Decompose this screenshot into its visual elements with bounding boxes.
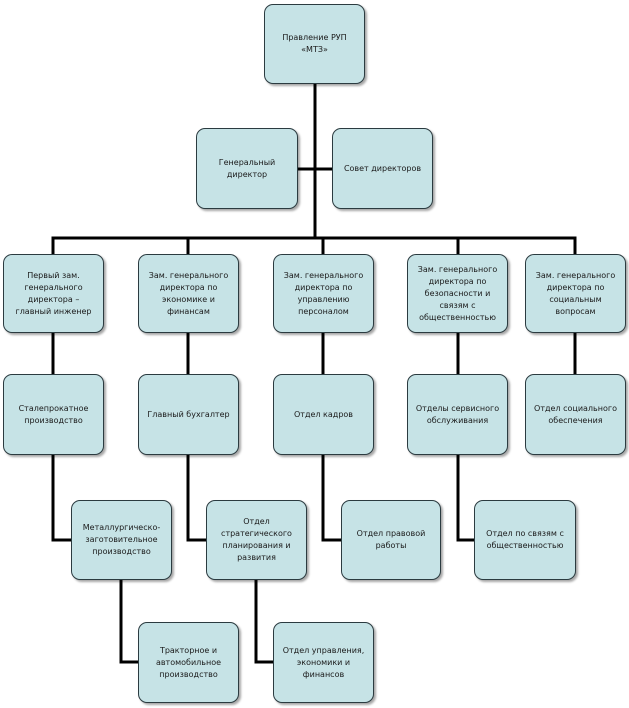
tractor-production-box: Тракторное и автомобильное производство <box>138 622 239 703</box>
rolling-production-box: Сталепрокатное производство <box>3 374 104 455</box>
link-strategic-management <box>254 578 275 664</box>
general-director-label: Генеральный директор <box>218 157 276 179</box>
deputy-personnel-box: Зам. генерального директора по управлени… <box>273 254 374 333</box>
service-departments-box: Отделы сервисного обслуживания <box>407 374 508 455</box>
tractor-production-label: Тракторное и автомобильное производство <box>155 645 222 679</box>
link-accountant-strategic <box>186 453 208 542</box>
hr-department-box: Отдел кадров <box>273 374 374 455</box>
management-department-box: Отдел управления, экономики и финансов <box>273 622 374 703</box>
pr-department-label: Отдел по связям с общественностью <box>486 529 564 550</box>
deputy-social-box: Зам. генерального директора по социальны… <box>525 254 626 333</box>
deputy-personnel-label: Зам. генерального директора по управлени… <box>283 270 364 316</box>
deputy-security-label: Зам. генерального директора по безопасно… <box>417 264 498 322</box>
board-of-directors-label: Совет директоров <box>343 163 422 173</box>
deputy-security-box: Зам. генерального директора по безопасно… <box>407 254 508 333</box>
hr-department-label: Отдел кадров <box>293 409 354 419</box>
social-department-box: Отдел социального обеспечения <box>525 374 626 455</box>
deputy-economics-box: Зам. генерального директора по экономике… <box>138 254 239 333</box>
pr-department-box: Отдел по связям с общественностью <box>474 500 576 580</box>
strategic-planning-box: Отдел стратегического планирования и раз… <box>206 500 307 580</box>
social-department-label: Отдел социального обеспечения <box>534 403 617 425</box>
link-metallurgical-tractor <box>119 578 140 664</box>
link-service-pr <box>456 453 476 542</box>
link-hr-legal <box>321 453 343 542</box>
board-box: Правление РУП «МТЗ» <box>264 4 365 84</box>
deputy-economics-label: Зам. генерального директора по экономике… <box>148 270 229 316</box>
link-rolling-metallurgical <box>51 453 73 542</box>
first-deputy-label: Первый зам. генерального директора – гла… <box>15 270 92 316</box>
first-deputy-box: Первый зам. генерального директора – гла… <box>3 254 104 333</box>
board-label: Правление РУП «МТЗ» <box>282 33 347 54</box>
metallurgical-production-label: Металлургическо-заготовительное производ… <box>82 523 161 556</box>
legal-department-label: Отдел правовой работы <box>356 529 426 550</box>
board-of-directors-box: Совет директоров <box>332 128 433 209</box>
chief-accountant-box: Главный бухгалтер <box>138 374 239 455</box>
deputy-social-label: Зам. генерального директора по социальны… <box>535 270 616 316</box>
general-director-box: Генеральный директор <box>196 128 298 209</box>
strategic-planning-label: Отдел стратегического планирования и раз… <box>221 517 292 562</box>
management-department-label: Отдел управления, экономики и финансов <box>282 645 365 679</box>
legal-department-box: Отдел правовой работы <box>341 500 441 580</box>
metallurgical-production-box: Металлургическо-заготовительное производ… <box>71 500 172 580</box>
service-departments-label: Отделы сервисного обслуживания <box>415 403 500 425</box>
chief-accountant-label: Главный бухгалтер <box>147 409 230 419</box>
rolling-production-label: Сталепрокатное производство <box>18 403 89 425</box>
